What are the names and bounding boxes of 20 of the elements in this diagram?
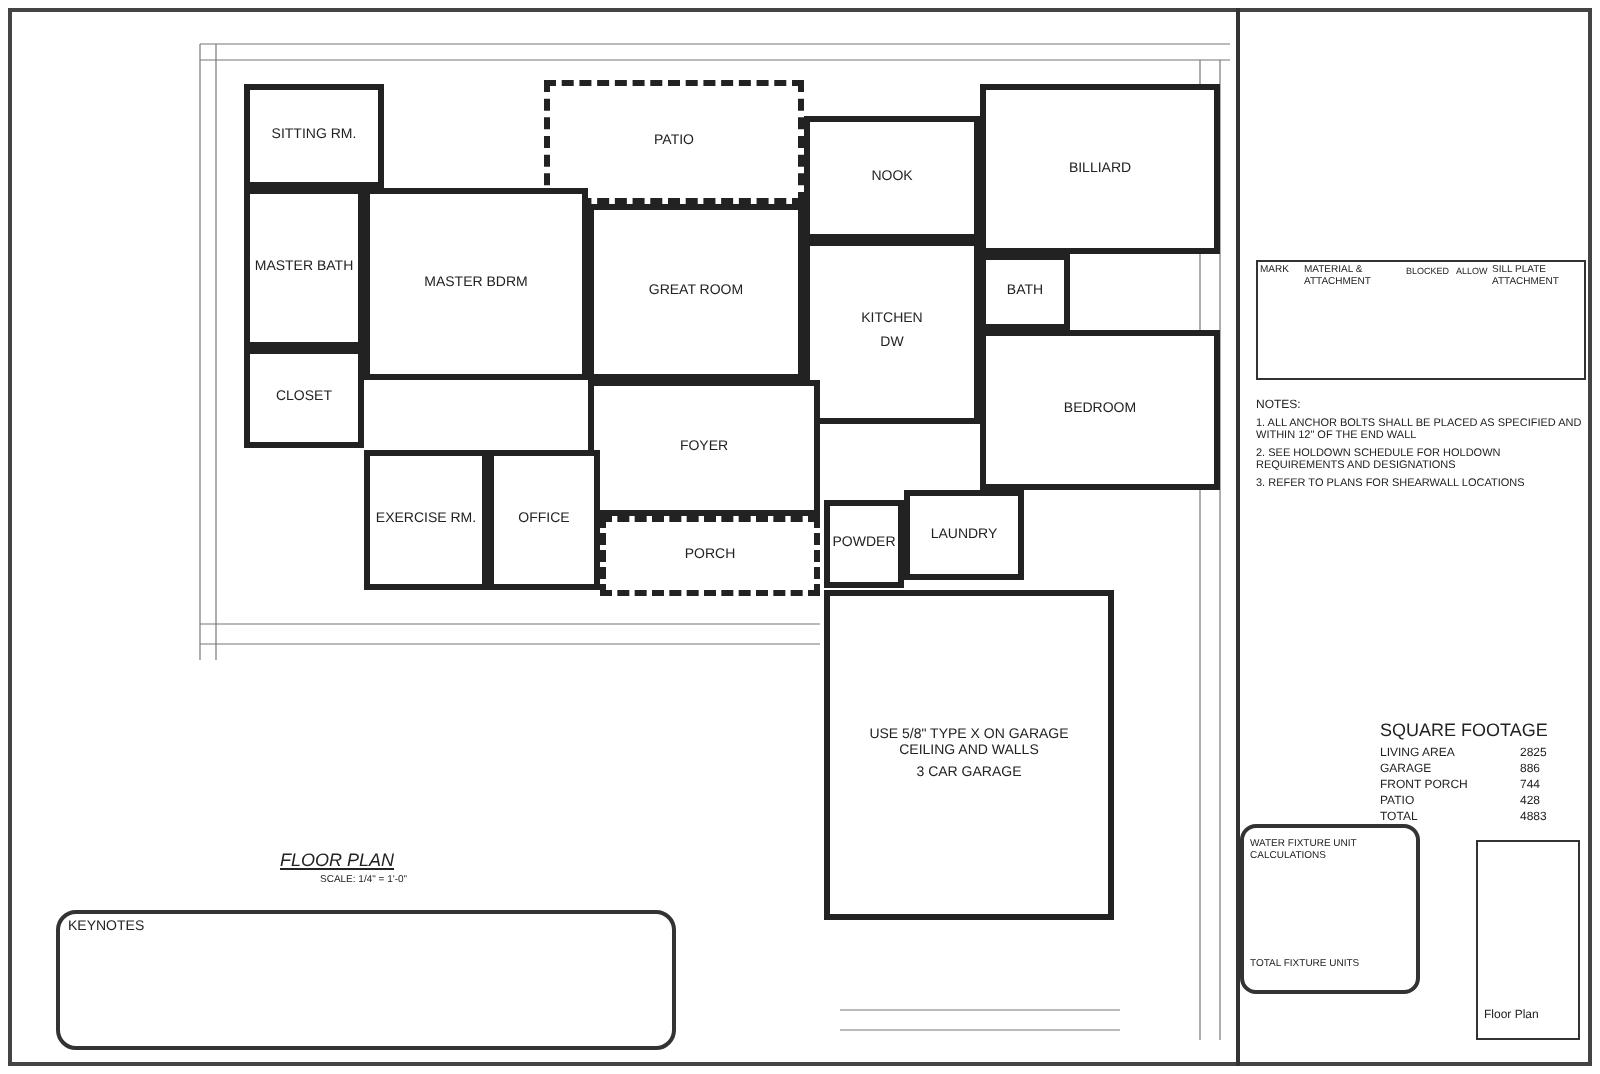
room bbox=[980, 254, 1070, 330]
table-title: SQUARE FOOTAGE bbox=[1380, 720, 1550, 741]
room bbox=[364, 188, 588, 380]
room bbox=[364, 450, 488, 590]
room bbox=[588, 380, 820, 516]
room bbox=[804, 240, 980, 424]
room bbox=[980, 330, 1220, 490]
patio-area bbox=[544, 80, 804, 204]
room bbox=[244, 188, 364, 348]
garage-room bbox=[824, 590, 1114, 920]
porch-area bbox=[600, 516, 820, 596]
room bbox=[824, 500, 904, 588]
room bbox=[904, 490, 1024, 580]
room bbox=[488, 450, 600, 590]
room bbox=[244, 84, 384, 188]
room bbox=[804, 116, 980, 240]
room bbox=[244, 348, 364, 448]
room bbox=[588, 204, 804, 380]
room bbox=[980, 84, 1220, 254]
drawing-title: FLOOR PLAN bbox=[280, 850, 397, 871]
